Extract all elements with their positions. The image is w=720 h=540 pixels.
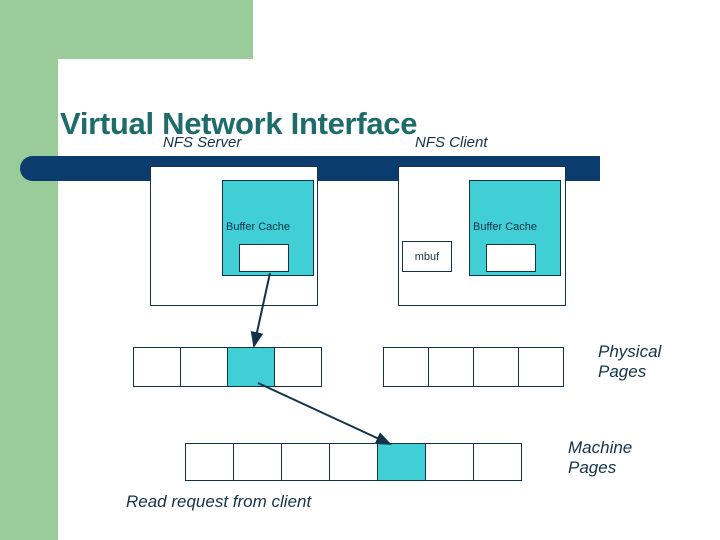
memory-cell <box>518 347 564 387</box>
buffer-cache-label-server: Buffer Cache <box>226 221 291 233</box>
label-physical-pages-line1: Physical <box>598 342 662 361</box>
label-machine-pages-line2: Pages <box>568 458 617 478</box>
navy-accent-bar-end <box>560 156 600 181</box>
memory-cell <box>274 347 322 387</box>
label-physical-pages-line2: Pages <box>598 362 647 382</box>
memory-cell <box>473 443 522 481</box>
label-machine-pages-line1: Machine <box>568 438 633 457</box>
memory-cell <box>180 347 228 387</box>
memory-cell <box>329 443 378 481</box>
memory-cell <box>383 347 429 387</box>
memory-cell <box>133 347 181 387</box>
label-machine-pages: Machine Pages <box>568 438 632 478</box>
label-nfs-server: NFS Server <box>163 134 242 151</box>
buffer-cache-nfs-server <box>222 180 314 276</box>
green-top-block <box>0 0 253 59</box>
buffer-cache-label-client: Buffer Cache <box>473 221 538 233</box>
memory-cell <box>233 443 282 481</box>
memory-cell <box>185 443 234 481</box>
buffer-slot-nfs-client <box>486 244 536 272</box>
memory-strip-physical-pages-right <box>383 347 564 387</box>
mbuf-box: mbuf <box>402 241 452 272</box>
label-physical-pages: Physical Pages <box>598 342 661 382</box>
memory-cell <box>428 347 474 387</box>
green-side-band <box>0 59 58 540</box>
memory-strip-machine-pages <box>185 443 522 481</box>
memory-strip-physical-pages-left <box>133 347 322 387</box>
buffer-slot-nfs-server <box>239 244 289 272</box>
memory-cell <box>425 443 474 481</box>
label-nfs-client: NFS Client <box>415 134 488 151</box>
label-read-request: Read request from client <box>126 492 312 511</box>
flow-arrow <box>257 382 392 445</box>
memory-cell <box>377 443 426 481</box>
memory-cell <box>473 347 519 387</box>
memory-cell <box>227 347 275 387</box>
page-title: Virtual Network Interface <box>60 106 418 141</box>
memory-cell <box>281 443 330 481</box>
